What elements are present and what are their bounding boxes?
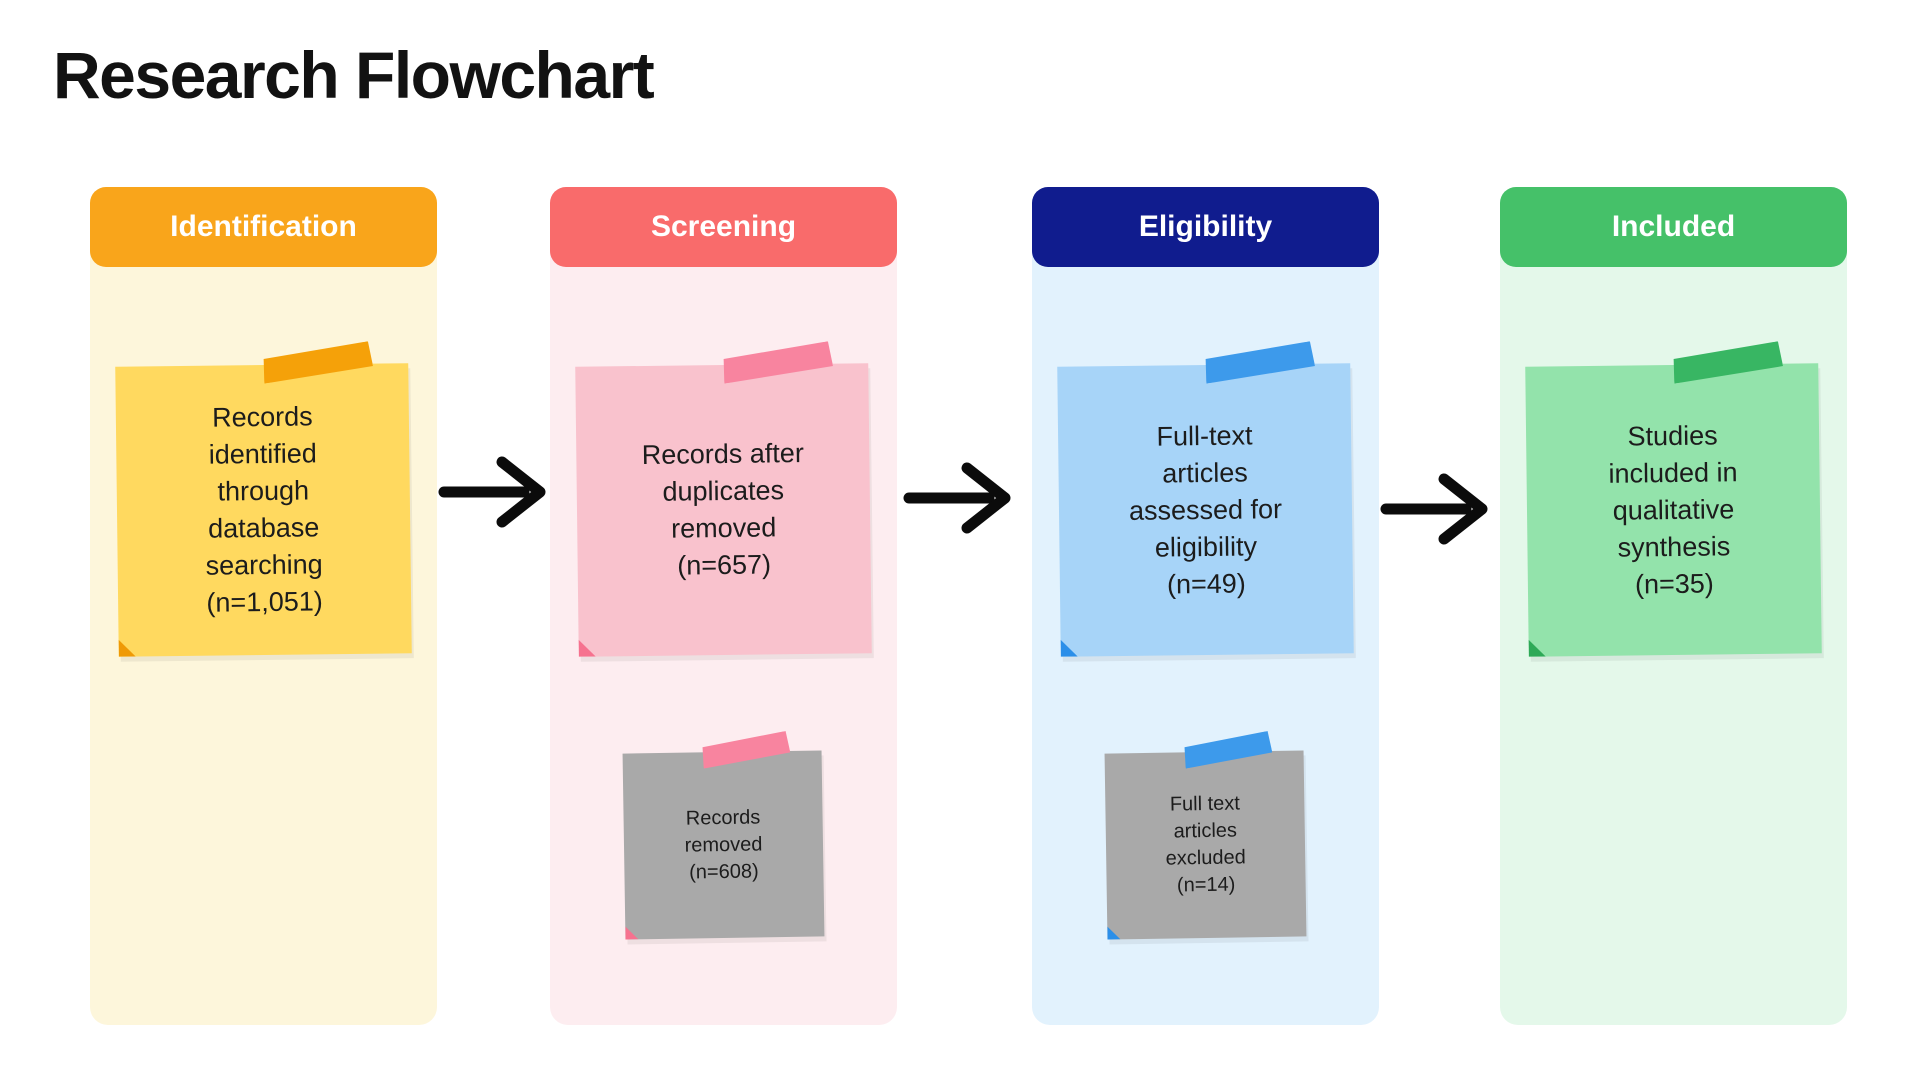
sticky-note-text: Full text articles excluded (n=14)	[1165, 792, 1246, 897]
tape-icon	[1671, 341, 1784, 384]
column-header-identification: Identification	[90, 187, 437, 267]
column-header-label: Included	[1611, 210, 1736, 243]
folded-corner-icon	[625, 926, 638, 939]
sticky-note-records-removed: Records removed (n=608)	[622, 750, 825, 940]
folded-corner-icon	[1061, 640, 1078, 657]
flow-arrow-icon	[1380, 473, 1488, 545]
tape-icon	[261, 341, 374, 384]
sticky-note-text: Full-text articles assessed for eligibil…	[1128, 419, 1283, 599]
sticky-note-records-identified: Records identified through database sear…	[115, 363, 412, 657]
tape-icon	[721, 341, 834, 384]
column-header-included: Included	[1500, 187, 1847, 267]
folded-corner-icon	[1529, 640, 1546, 657]
sticky-note-text: Studies included in qualitative synthesi…	[1608, 419, 1738, 599]
folded-corner-icon	[119, 640, 136, 657]
sticky-note-text: Records identified through database sear…	[205, 401, 323, 618]
sticky-note-text: Records removed (n=608)	[684, 805, 763, 884]
column-header-label: Eligibility	[1138, 210, 1273, 243]
column-included: Included Studies included in qualitative…	[1500, 187, 1847, 1025]
folded-corner-icon	[1107, 926, 1120, 939]
sticky-note-text: Records after duplicates removed (n=657)	[641, 438, 805, 581]
column-screening: Screening Records after duplicates remov…	[550, 187, 897, 1025]
flow-arrow-icon	[903, 462, 1011, 534]
sticky-note-fulltext-assessed: Full-text articles assessed for eligibil…	[1057, 363, 1354, 657]
page-title: Research Flowchart	[53, 38, 655, 112]
column-header-label: Identification	[170, 210, 357, 243]
tape-icon	[1183, 731, 1274, 769]
column-header-label: Screening	[650, 210, 797, 243]
flow-arrow-icon	[438, 456, 546, 528]
folded-corner-icon	[579, 640, 596, 657]
column-header-eligibility: Eligibility	[1032, 187, 1379, 267]
sticky-note-fulltext-excluded: Full text articles excluded (n=14)	[1104, 750, 1307, 940]
sticky-note-studies-included: Studies included in qualitative synthesi…	[1525, 363, 1822, 657]
tape-icon	[1203, 341, 1316, 384]
sticky-note-duplicates-removed: Records after duplicates removed (n=657)	[575, 363, 872, 657]
column-header-screening: Screening	[550, 187, 897, 267]
tape-icon	[701, 731, 792, 769]
column-identification: Identification Records identified throug…	[90, 187, 437, 1025]
column-eligibility: Eligibility Full-text articles assessed …	[1032, 187, 1379, 1025]
